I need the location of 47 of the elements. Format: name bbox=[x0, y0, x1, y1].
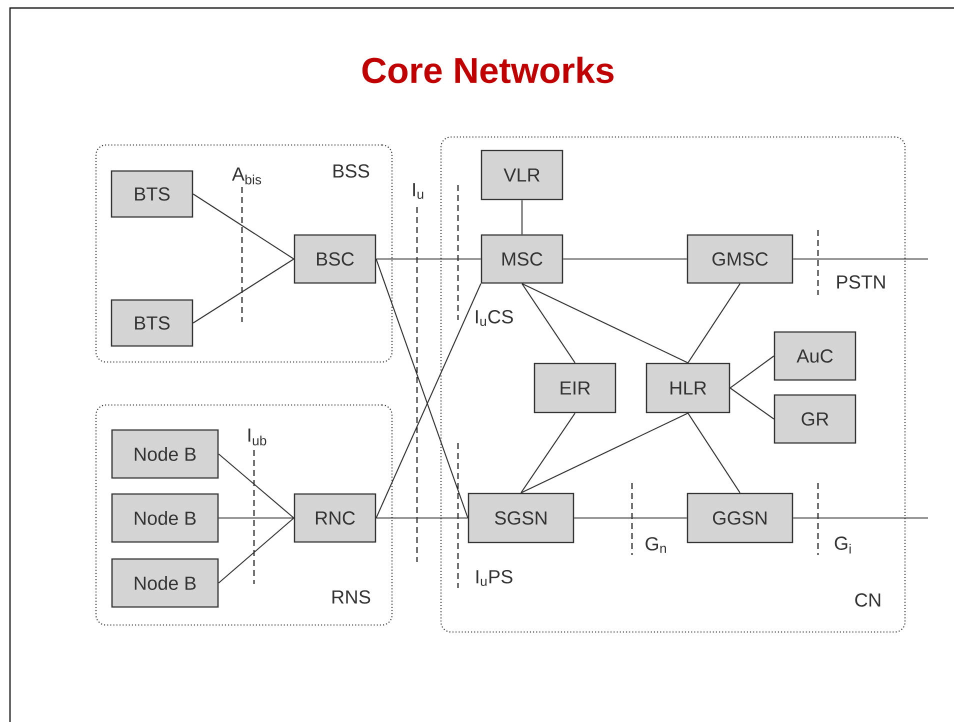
network-box: GGSN bbox=[686, 492, 794, 544]
connector-line bbox=[218, 517, 294, 519]
connector-line bbox=[730, 356, 774, 388]
network-box: BTS bbox=[110, 299, 194, 347]
network-box: GMSC bbox=[686, 234, 794, 284]
connector-line bbox=[574, 517, 687, 519]
connector-line bbox=[688, 412, 740, 494]
interface-label: G$_{i}$ bbox=[834, 536, 851, 554]
connector-line bbox=[218, 454, 294, 518]
network-box: RNC bbox=[294, 493, 376, 543]
connector-line bbox=[376, 258, 481, 260]
connector-line bbox=[376, 258, 468, 518]
network-box: Node B bbox=[111, 493, 219, 543]
connector-line bbox=[520, 412, 576, 494]
interface-label: I$_{u}$CS bbox=[476, 310, 513, 326]
connector-line bbox=[522, 283, 688, 364]
network-box: HLR bbox=[646, 362, 730, 414]
connector-line bbox=[522, 283, 576, 364]
interface-label: I$_{u}$PS bbox=[476, 570, 512, 586]
interface-label: I$_{u}$ bbox=[413, 183, 424, 199]
network-box: AuC bbox=[774, 331, 856, 381]
connector-line bbox=[192, 258, 294, 324]
title: Core Networks bbox=[362, 56, 614, 84]
interface-label: A$_{bis}$ bbox=[232, 168, 262, 184]
interface-label: PSTN bbox=[837, 275, 885, 289]
network-box: BSC bbox=[294, 234, 376, 284]
connector-line bbox=[218, 518, 294, 584]
interface-label: G$_{n}$ bbox=[646, 537, 666, 553]
network-box: EIR bbox=[534, 362, 616, 414]
connector-line bbox=[376, 517, 468, 519]
network-box: GR bbox=[774, 394, 856, 444]
network-box: SGSN bbox=[468, 492, 574, 544]
network-box: MSC bbox=[480, 234, 564, 284]
connector-line bbox=[520, 412, 688, 494]
network-box: VLR bbox=[480, 150, 564, 200]
connector-line bbox=[192, 194, 294, 260]
network-box: Node B bbox=[111, 429, 219, 479]
connector-line bbox=[793, 258, 928, 260]
network-box: BTS bbox=[110, 170, 194, 218]
connector-line bbox=[730, 388, 774, 420]
connector-line bbox=[563, 258, 687, 260]
connector-line bbox=[376, 283, 482, 518]
interface-label: I$_{ub}$ bbox=[248, 428, 266, 446]
connector-line bbox=[521, 200, 523, 234]
connector-line bbox=[688, 283, 740, 364]
connector-line bbox=[793, 517, 928, 519]
network-box: Node B bbox=[111, 558, 219, 608]
